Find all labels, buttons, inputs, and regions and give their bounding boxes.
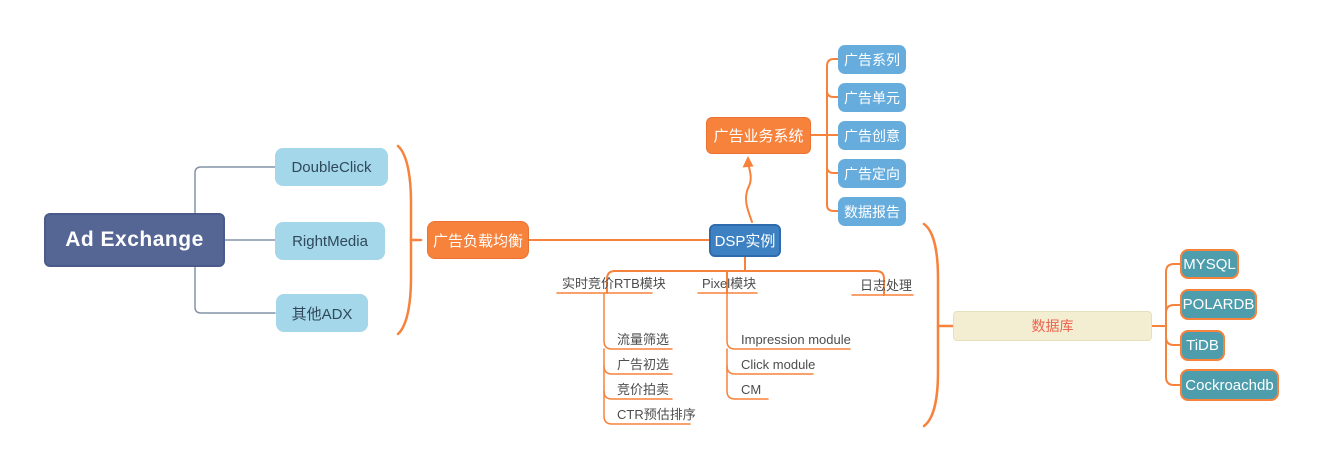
- connector-db-cockroachdb: [1165, 325, 1181, 386]
- node-ctr-ranking[interactable]: CTR预估排序: [617, 407, 696, 422]
- node-tidb[interactable]: TiDB: [1180, 330, 1225, 361]
- node-mysql[interactable]: MYSQL: [1180, 249, 1239, 279]
- node-rightmedia[interactable]: RightMedia: [275, 222, 385, 260]
- node-ad-exchange[interactable]: Ad Exchange: [44, 213, 225, 267]
- orange-connectors: [528, 58, 885, 296]
- node-cm-module[interactable]: CM: [741, 382, 762, 397]
- arrowhead-up-icon: [742, 156, 754, 168]
- connector-root-otheradx: [194, 266, 276, 314]
- node-traffic-filter[interactable]: 流量筛选: [617, 332, 670, 347]
- node-cockroachdb[interactable]: Cockroachdb: [1180, 369, 1279, 401]
- connector-adbusiness-c2: [826, 90, 839, 98]
- node-ad-targeting[interactable]: 广告定向: [838, 159, 906, 188]
- node-ad-business-system[interactable]: 广告业务系统: [706, 117, 811, 154]
- rail-left: [606, 270, 746, 294]
- underline-rtb-c1: [603, 292, 673, 350]
- node-bid-auction[interactable]: 竞价拍卖: [617, 382, 670, 397]
- node-ad-preselect[interactable]: 广告初选: [617, 357, 670, 372]
- underline-pixel-c3: [726, 348, 769, 400]
- underline-pixel-c1: [726, 292, 851, 350]
- connector-db-polardb: [1165, 304, 1181, 314]
- node-impression-module[interactable]: Impression module: [741, 332, 851, 347]
- dsp-to-adbusiness-arrow: [744, 162, 753, 223]
- connector-adbusiness-c5: [826, 134, 839, 212]
- node-ad-creative[interactable]: 广告创意: [838, 121, 906, 150]
- summary-braces: [396, 144, 955, 428]
- node-polardb[interactable]: POLARDB: [1180, 289, 1257, 320]
- rail-right: [744, 270, 885, 296]
- node-rtb-module[interactable]: 实时竞价RTB模块: [562, 276, 666, 291]
- connector-adbusiness-c1: [826, 58, 839, 136]
- node-doubleclick[interactable]: DoubleClick: [275, 148, 388, 186]
- node-ad-load-balancer[interactable]: 广告负载均衡: [427, 221, 529, 259]
- node-ad-series[interactable]: 广告系列: [838, 45, 906, 74]
- connector-db-mysql: [1165, 263, 1181, 327]
- connector-root-doubleclick: [194, 166, 276, 214]
- connector-db-tidb: [1165, 336, 1181, 346]
- connector-adbusiness-c4: [826, 166, 839, 174]
- node-data-report[interactable]: 数据报告: [838, 197, 906, 226]
- branch-underlines: [556, 292, 914, 425]
- underline-rtb-c4: [603, 348, 691, 425]
- node-click-module[interactable]: Click module: [741, 357, 816, 372]
- node-pixel-module[interactable]: Pixel模块: [702, 276, 757, 291]
- gray-connectors: [194, 166, 276, 314]
- node-other-adx[interactable]: 其他ADX: [276, 294, 368, 332]
- node-log-processing[interactable]: 日志处理: [860, 278, 913, 293]
- summary-brace-left[interactable]: [396, 144, 413, 336]
- summary-brace-right[interactable]: [922, 222, 940, 428]
- node-database[interactable]: 数据库: [953, 311, 1152, 341]
- node-ad-unit[interactable]: 广告单元: [838, 83, 906, 112]
- node-dsp-instance[interactable]: DSP实例: [709, 224, 781, 257]
- database-connectors: [1151, 263, 1181, 386]
